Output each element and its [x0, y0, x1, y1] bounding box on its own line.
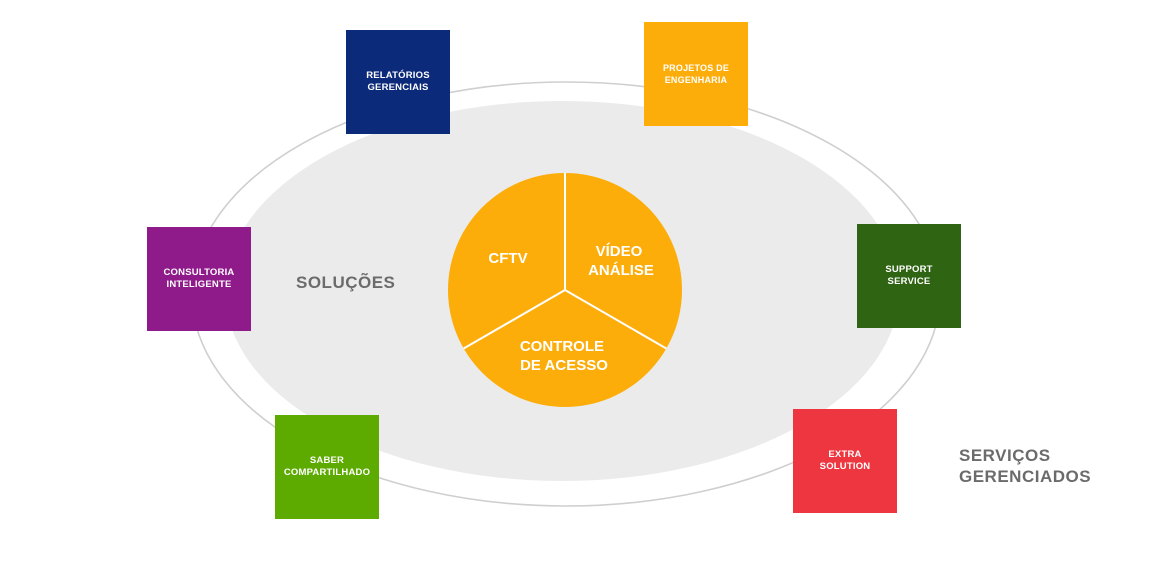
box-consultoria-line-2: INTELIGENTE — [166, 279, 232, 290]
box-saber-compartilhado: SABER COMPARTILHADO — [275, 415, 379, 519]
pie-segment-controle-acesso: CONTROLE DE ACESSO — [520, 338, 608, 374]
outer-label-servicos-gerenciados: SERVIÇOS GERENCIADOS — [959, 445, 1091, 487]
box-extra-solution: EXTRA SOLUTION — [793, 409, 897, 513]
box-saber-line-1: SABER — [309, 455, 345, 466]
pie-segment-video-analise-line-2: ANÁLISE — [588, 262, 654, 279]
box-support-service: SUPPORT SERVICE — [857, 224, 961, 328]
pie-divider-left — [463, 289, 566, 350]
box-relatorios-line-1: RELATÓRIOS — [366, 70, 430, 81]
box-support-line-1: SUPPORT — [885, 264, 933, 275]
pie-segment-cftv: CFTV — [488, 250, 527, 267]
box-consultoria-inteligente: CONSULTORIA INTELIGENTE — [147, 227, 251, 331]
inner-label-solucoes: SOLUÇÕES — [296, 272, 395, 293]
outer-label-line-2: GERENCIADOS — [959, 467, 1092, 486]
box-saber-line-2: COMPARTILHADO — [283, 467, 371, 478]
pie-segment-cftv-line-1: CFTV — [488, 250, 527, 267]
box-projetos-de-engenharia: PROJETOS DE ENGENHARIA — [644, 22, 748, 126]
pie-segment-controle-acesso-line-2: DE ACESSO — [520, 357, 608, 374]
box-relatorios-line-2: GERENCIAIS — [367, 82, 429, 93]
pie-segment-controle-acesso-line-1: CONTROLE — [520, 338, 604, 355]
outer-label-line-1: SERVIÇOS — [959, 446, 1051, 465]
box-extra-line-2: SOLUTION — [819, 461, 871, 472]
box-projetos-line-2: ENGENHARIA — [664, 75, 728, 85]
inner-label-text: SOLUÇÕES — [296, 273, 396, 292]
box-extra-line-1: EXTRA — [828, 449, 862, 460]
pie-segment-video-analise: VÍDEO ANÁLISE — [588, 243, 654, 279]
box-relatorios-gerenciais: RELATÓRIOS GERENCIAIS — [346, 30, 450, 134]
center-pie: CFTV VÍDEO ANÁLISE CONTROLE DE ACESSO — [448, 173, 682, 407]
box-consultoria-line-1: CONSULTORIA — [163, 267, 235, 278]
box-projetos-line-1: PROJETOS DE — [662, 63, 730, 73]
box-support-line-2: SERVICE — [887, 276, 931, 287]
pie-segment-video-analise-line-1: VÍDEO — [596, 243, 643, 260]
pie-divider-right — [564, 289, 667, 350]
